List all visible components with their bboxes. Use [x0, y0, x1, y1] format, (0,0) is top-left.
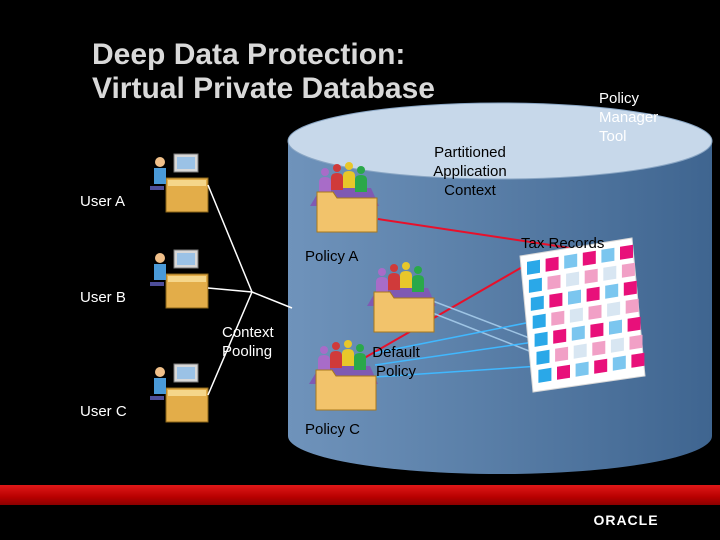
partitioned-context-label: Partitioned Application Context — [433, 144, 507, 199]
footer-banner — [0, 485, 720, 505]
grid-cell — [590, 322, 604, 338]
grid-cell — [527, 259, 540, 275]
grid-cell — [532, 313, 546, 329]
grid-cell — [620, 244, 633, 260]
grid-cell — [551, 310, 565, 326]
grid-cell — [612, 355, 626, 371]
grid-cell — [534, 331, 548, 347]
grid-cell — [627, 316, 641, 332]
grid-cell — [564, 253, 578, 269]
grid-cell — [549, 292, 563, 308]
grid-cell — [607, 301, 621, 317]
context-pooling-label: Context Pooling — [222, 324, 274, 360]
grid-cell — [584, 268, 598, 284]
title-line-1: Deep Data Protection: — [92, 38, 406, 71]
grid-cell — [569, 307, 583, 323]
grid-cell — [557, 364, 570, 380]
user-c-label: User C — [80, 403, 127, 420]
grid-cell — [575, 361, 589, 377]
grid-cell — [547, 274, 561, 290]
policy-c-folder-icon — [309, 340, 378, 411]
grid-cell — [553, 328, 567, 344]
grid-cell — [566, 271, 580, 287]
grid-cell — [623, 280, 637, 296]
grid-cell — [601, 247, 615, 263]
grid-cell — [603, 265, 617, 281]
grid-cell — [568, 289, 581, 305]
user-b-label: User B — [80, 289, 126, 306]
grid-cell — [536, 349, 550, 365]
tax-records-grid-icon — [519, 237, 646, 393]
grid-cell — [528, 277, 542, 293]
default-policy-label: Default Policy — [372, 344, 420, 380]
grid-cell — [571, 325, 585, 341]
policy-a-folder-icon — [310, 162, 379, 233]
user-c-workstation-icon — [150, 363, 209, 423]
tax-records-label: Tax Records — [521, 235, 605, 252]
default-policy-folder-icon — [367, 262, 436, 333]
user-a-workstation-icon — [150, 153, 209, 213]
grid-cell — [573, 343, 587, 359]
grid-cell — [610, 337, 624, 353]
grid-cell — [625, 298, 639, 314]
policy-a-label: Policy A — [305, 248, 359, 265]
grid-cell — [629, 334, 643, 350]
database-cylinder — [287, 102, 713, 474]
title-line-2: Virtual Private Database — [92, 72, 435, 105]
context-pooling-lines — [207, 184, 293, 396]
grid-cell — [538, 367, 552, 383]
grid-cell — [594, 358, 608, 374]
grid-cell — [555, 346, 569, 362]
grid-cell — [621, 262, 635, 278]
grid-cell — [592, 340, 606, 356]
user-b-workstation-icon — [150, 249, 209, 309]
grid-cell — [609, 319, 622, 335]
grid-cell — [582, 250, 596, 266]
grid-cell — [605, 283, 619, 299]
grid-cell — [530, 295, 544, 311]
page-title: Deep Data Protection: Virtual Private Da… — [92, 38, 435, 106]
grid-cell — [586, 286, 600, 302]
grid-cell — [545, 256, 559, 272]
policy-manager-tool-label: Policy Manager Tool — [599, 90, 659, 145]
policy-c-label: Policy C — [305, 421, 361, 438]
oracle-logo: ORACLE — [593, 512, 659, 528]
user-a-label: User A — [80, 193, 126, 210]
grid-cell — [588, 304, 602, 320]
grid-cell — [631, 352, 645, 368]
